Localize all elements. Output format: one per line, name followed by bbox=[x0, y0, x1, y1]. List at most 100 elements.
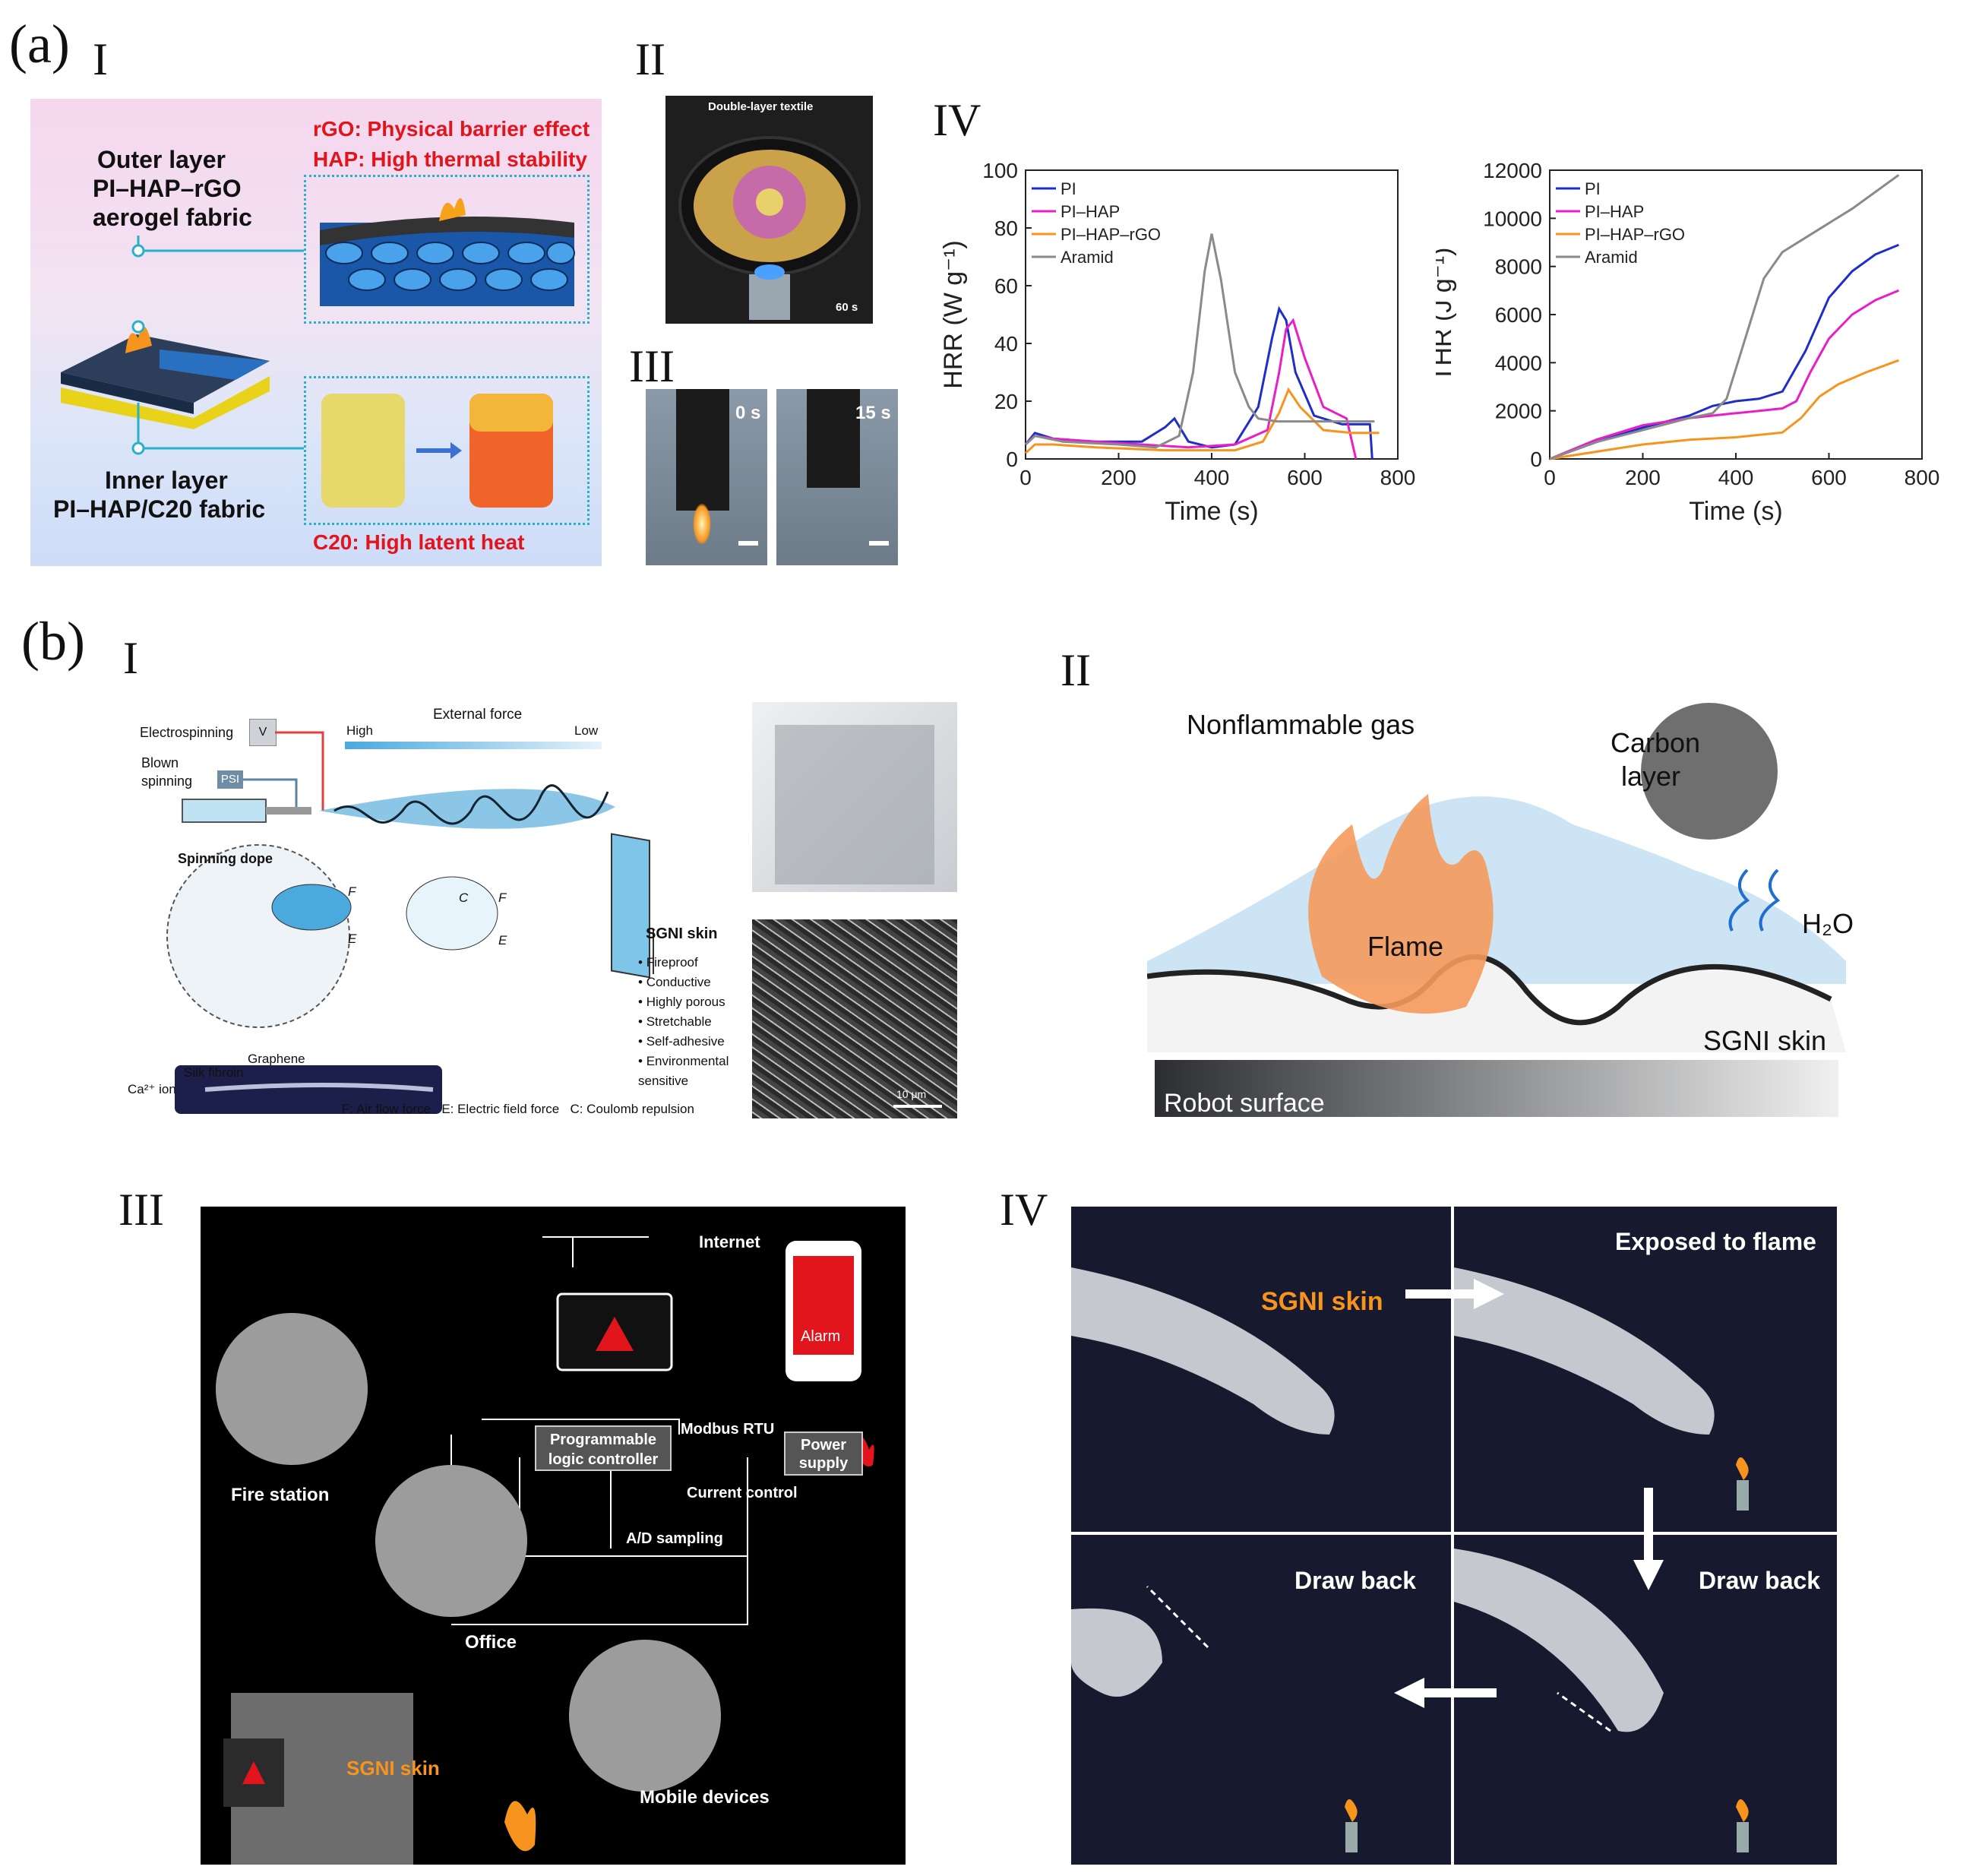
force-E-label-2: E bbox=[498, 933, 507, 947]
y-tick-label: 0 bbox=[1006, 448, 1018, 471]
hap-note: HAP: High thermal stability bbox=[313, 147, 587, 171]
property-conductive: Conductive bbox=[646, 975, 711, 989]
y-tick-label: 80 bbox=[994, 217, 1018, 240]
sem-image: 10 μm bbox=[752, 919, 957, 1118]
graphene-label: Graphene bbox=[248, 1052, 305, 1066]
panel-b-II-label: II bbox=[1061, 645, 1091, 695]
flame-label: Flame bbox=[1367, 931, 1444, 962]
force-low-label: Low bbox=[574, 723, 599, 738]
y-tick-label: 8000 bbox=[1495, 255, 1542, 279]
force-C-label: C bbox=[459, 891, 469, 905]
panel-b-III-label: III bbox=[119, 1185, 164, 1235]
x-tick-label: 0 bbox=[1544, 466, 1556, 489]
property-item: • Highly porous bbox=[638, 995, 725, 1009]
phone-alarm-label: Alarm bbox=[801, 1328, 841, 1345]
silk-fibroin-label: Silk fibroin bbox=[184, 1065, 244, 1080]
modbus-label: Modbus RTU bbox=[681, 1421, 775, 1438]
psi-box-label: PSI bbox=[220, 773, 240, 786]
legend-coulomb: C: Coulomb repulsion bbox=[570, 1102, 694, 1116]
draw-back-label-right: Draw back bbox=[1699, 1567, 1821, 1594]
x-tick-label: 400 bbox=[1194, 466, 1230, 489]
inner-layer-line2: PI–HAP/C20 fabric bbox=[53, 495, 266, 523]
ca-ion-label: Ca²⁺ ion bbox=[128, 1082, 176, 1096]
h2o-label: H₂O bbox=[1802, 908, 1854, 939]
panel-b-I-figure: External force High Low Electrospinning … bbox=[114, 685, 965, 1125]
series-line-1 bbox=[1024, 318, 1358, 460]
photo-time: 60 s bbox=[836, 301, 858, 314]
panel-b-letter: (b) bbox=[21, 611, 85, 672]
external-force-label: External force bbox=[433, 707, 523, 723]
x-tick-label: 600 bbox=[1811, 466, 1847, 489]
outer-layer-line3: aerogel fabric bbox=[93, 204, 252, 231]
y-axis-label: THR (J g⁻¹) bbox=[1436, 248, 1457, 382]
y-axis-label: HRR (W g⁻¹) bbox=[939, 240, 968, 388]
panel-b-I-label: I bbox=[123, 633, 138, 683]
y-tick-label: 2000 bbox=[1495, 400, 1542, 423]
c20-note: C20: High latent heat bbox=[313, 530, 525, 554]
voltage-box: V bbox=[249, 719, 277, 746]
panel-b-II-figure: Nonflammable gas Carbon layer Flame H₂O … bbox=[1147, 688, 1854, 1125]
panel-a-letter: (a) bbox=[9, 14, 70, 74]
fire-station-label: Fire station bbox=[231, 1485, 330, 1505]
exposed-to-flame-label: Exposed to flame bbox=[1615, 1228, 1816, 1255]
panel-b-IV-figure: SGNI skin Exposed to flame Draw back Dra… bbox=[1071, 1207, 1837, 1865]
power-line2: supply bbox=[798, 1455, 849, 1472]
rgo-note: rGO: Physical barrier effect bbox=[313, 117, 590, 141]
legend-label: Aramid bbox=[1585, 248, 1638, 267]
series-line-3 bbox=[1549, 174, 1900, 460]
x-tick-label: 800 bbox=[1380, 466, 1416, 489]
y-tick-label: 6000 bbox=[1495, 303, 1542, 327]
sgni-skin-title: SGNI skin bbox=[646, 925, 718, 942]
y-tick-label: 100 bbox=[982, 159, 1018, 182]
series-line-2 bbox=[1024, 387, 1380, 454]
double-layer-textile-photo: Double-layer textile 60 s bbox=[665, 96, 873, 324]
property-item: • Self-adhesive bbox=[638, 1034, 725, 1049]
series-line-0 bbox=[1549, 243, 1899, 460]
panel-a-II-label: II bbox=[635, 34, 665, 84]
power-supply-box: Power supply bbox=[784, 1432, 863, 1476]
sgni-skin-label-b2: SGNI skin bbox=[1703, 1025, 1827, 1056]
legend-label: Aramid bbox=[1061, 248, 1114, 267]
time-label-15s: 15 s bbox=[855, 403, 891, 423]
inner-layer-line1: Inner layer bbox=[105, 467, 228, 494]
draw-back-label-left: Draw back bbox=[1294, 1567, 1417, 1594]
blown-spinning-line1: Blown bbox=[141, 755, 179, 770]
series-line-3 bbox=[1024, 233, 1375, 449]
ad-sampling-label: A/D sampling bbox=[626, 1530, 723, 1547]
x-tick-label: 400 bbox=[1718, 466, 1754, 489]
spinning-dope-label: Spinning dope bbox=[178, 851, 273, 866]
legend-label: PI–HAP–rGO bbox=[1585, 225, 1685, 244]
y-tick-label: 60 bbox=[994, 274, 1018, 298]
force-E-label-1: E bbox=[348, 932, 357, 946]
property-list: • Fireproof • Conductive • Highly porous… bbox=[638, 953, 760, 1091]
outer-layer-line1: Outer layer bbox=[97, 146, 226, 173]
x-tick-label: 0 bbox=[1019, 466, 1032, 489]
force-high-label: High bbox=[346, 723, 373, 738]
legend-label: PI bbox=[1061, 179, 1076, 198]
property-item: • Conductive bbox=[638, 975, 711, 989]
y-tick-label: 12000 bbox=[1483, 159, 1542, 182]
legend-label: PI–HAP bbox=[1061, 202, 1120, 221]
force-F-label-2: F bbox=[498, 891, 507, 905]
legend-air-flow: F: Air flow force bbox=[342, 1102, 431, 1116]
property-fireproof: Fireproof bbox=[646, 955, 698, 970]
panel-a-III-label: III bbox=[629, 341, 675, 391]
office-label: Office bbox=[465, 1632, 517, 1653]
time-label-0s: 0 s bbox=[735, 403, 761, 423]
plc-box: Programmable logic controller bbox=[535, 1425, 672, 1471]
force-F-label-1: F bbox=[348, 884, 356, 899]
burning-test-photo-0s: 0 s bbox=[646, 389, 767, 565]
fabric-stack-illustration bbox=[61, 326, 270, 429]
photo-caption: Double-layer textile bbox=[708, 100, 814, 113]
legend-label: PI–HAP bbox=[1585, 202, 1644, 221]
legend-electric-field: E: Electric field force bbox=[441, 1102, 560, 1116]
x-axis-label: Time (s) bbox=[1689, 497, 1782, 526]
x-tick-label: 800 bbox=[1905, 466, 1940, 489]
outer-layer-line2: PI–HAP–rGO bbox=[93, 175, 242, 202]
y-tick-label: 0 bbox=[1530, 448, 1542, 471]
sgni-skin-label-b3: SGNI skin bbox=[346, 1757, 440, 1780]
inner-fabric-zoom bbox=[304, 376, 590, 525]
outer-fabric-zoom bbox=[304, 175, 590, 324]
y-tick-label: 40 bbox=[994, 332, 1018, 356]
